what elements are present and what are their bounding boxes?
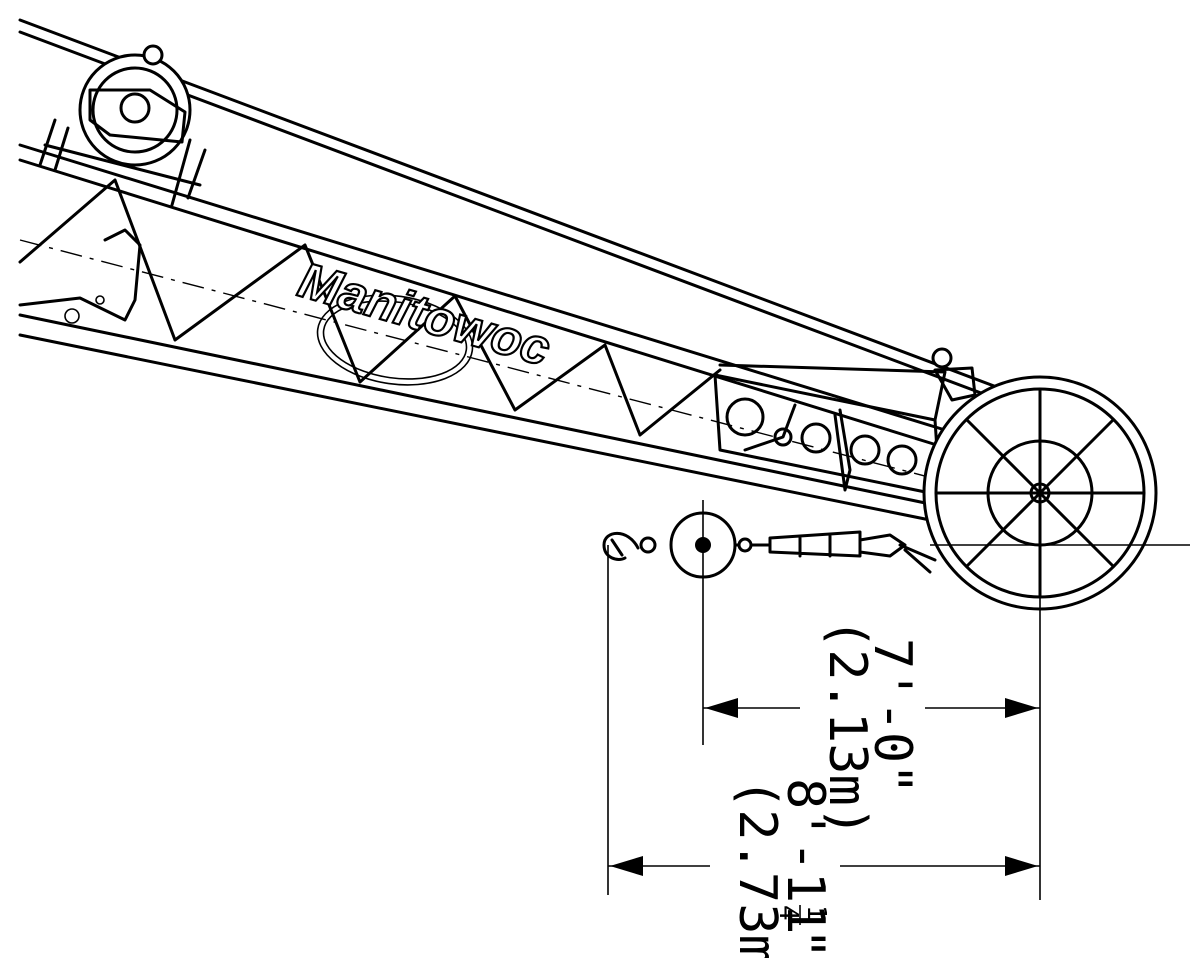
small-hole [95, 295, 105, 305]
sheave-hub [119, 92, 151, 124]
upper-sheave-outer [78, 53, 192, 167]
base-pin-hole [64, 308, 80, 324]
boom-lattice [18, 143, 947, 522]
hook-eye [639, 536, 657, 554]
manitowoc-logo: Manitowoc [292, 251, 558, 386]
dim-inner-arrow-left [705, 698, 738, 718]
dim-inner-metric: (2.13m) [817, 618, 877, 837]
strap-clamp [933, 366, 977, 402]
logo-ellipse [316, 294, 474, 386]
dim-outer-arrow-left [610, 856, 643, 876]
sheave-clamp-rods [38, 118, 207, 207]
dimension-outer: 8'-11 1 4 " (2.73m) [608, 778, 1040, 958]
dim-outer-inch-mark: " [775, 928, 835, 958]
sheave-top-pin [142, 44, 164, 66]
turnbuckle [768, 530, 862, 558]
boom-centerline [19, 239, 941, 481]
link-pin [737, 537, 753, 553]
boom-base-bracket [18, 228, 142, 322]
sheave-bracket [88, 88, 187, 144]
tip-hole-1 [725, 397, 765, 437]
upper-sheave-inner [91, 66, 179, 154]
tip-hole-2 [800, 422, 832, 454]
tip-cover-plate [833, 408, 852, 492]
dim-outer-arrow-right [1005, 856, 1038, 876]
dim-outer-imperial: 8'-11 [775, 778, 835, 935]
logo-ellipse-inner [322, 300, 468, 380]
boom-bottom-chord [18, 313, 937, 522]
hook [602, 531, 640, 561]
dim-inner-arrow-right [1005, 698, 1038, 718]
dim-outer-fraction-num: 1 [801, 905, 831, 921]
boom-lacing [18, 178, 722, 437]
tip-hole-4 [886, 444, 918, 476]
dim-outer-fraction-den: 4 [773, 905, 803, 921]
tip-lever [743, 403, 797, 452]
hook-pendant-assembly [602, 511, 937, 579]
pendant-strap [898, 543, 937, 574]
dimension-inner: 7'-0" (2.13m) [703, 618, 1040, 837]
dim-inner-imperial: 7'-0" [862, 638, 922, 795]
upper-sheave-assembly [38, 44, 207, 207]
extension-lines [607, 500, 1041, 900]
dim-outer-metric: (2.73m) [727, 778, 787, 958]
turnbuckle-end [858, 533, 907, 558]
mast-strap-pin [931, 347, 953, 369]
tip-hole-3 [849, 434, 881, 466]
mast-strap [718, 363, 947, 422]
